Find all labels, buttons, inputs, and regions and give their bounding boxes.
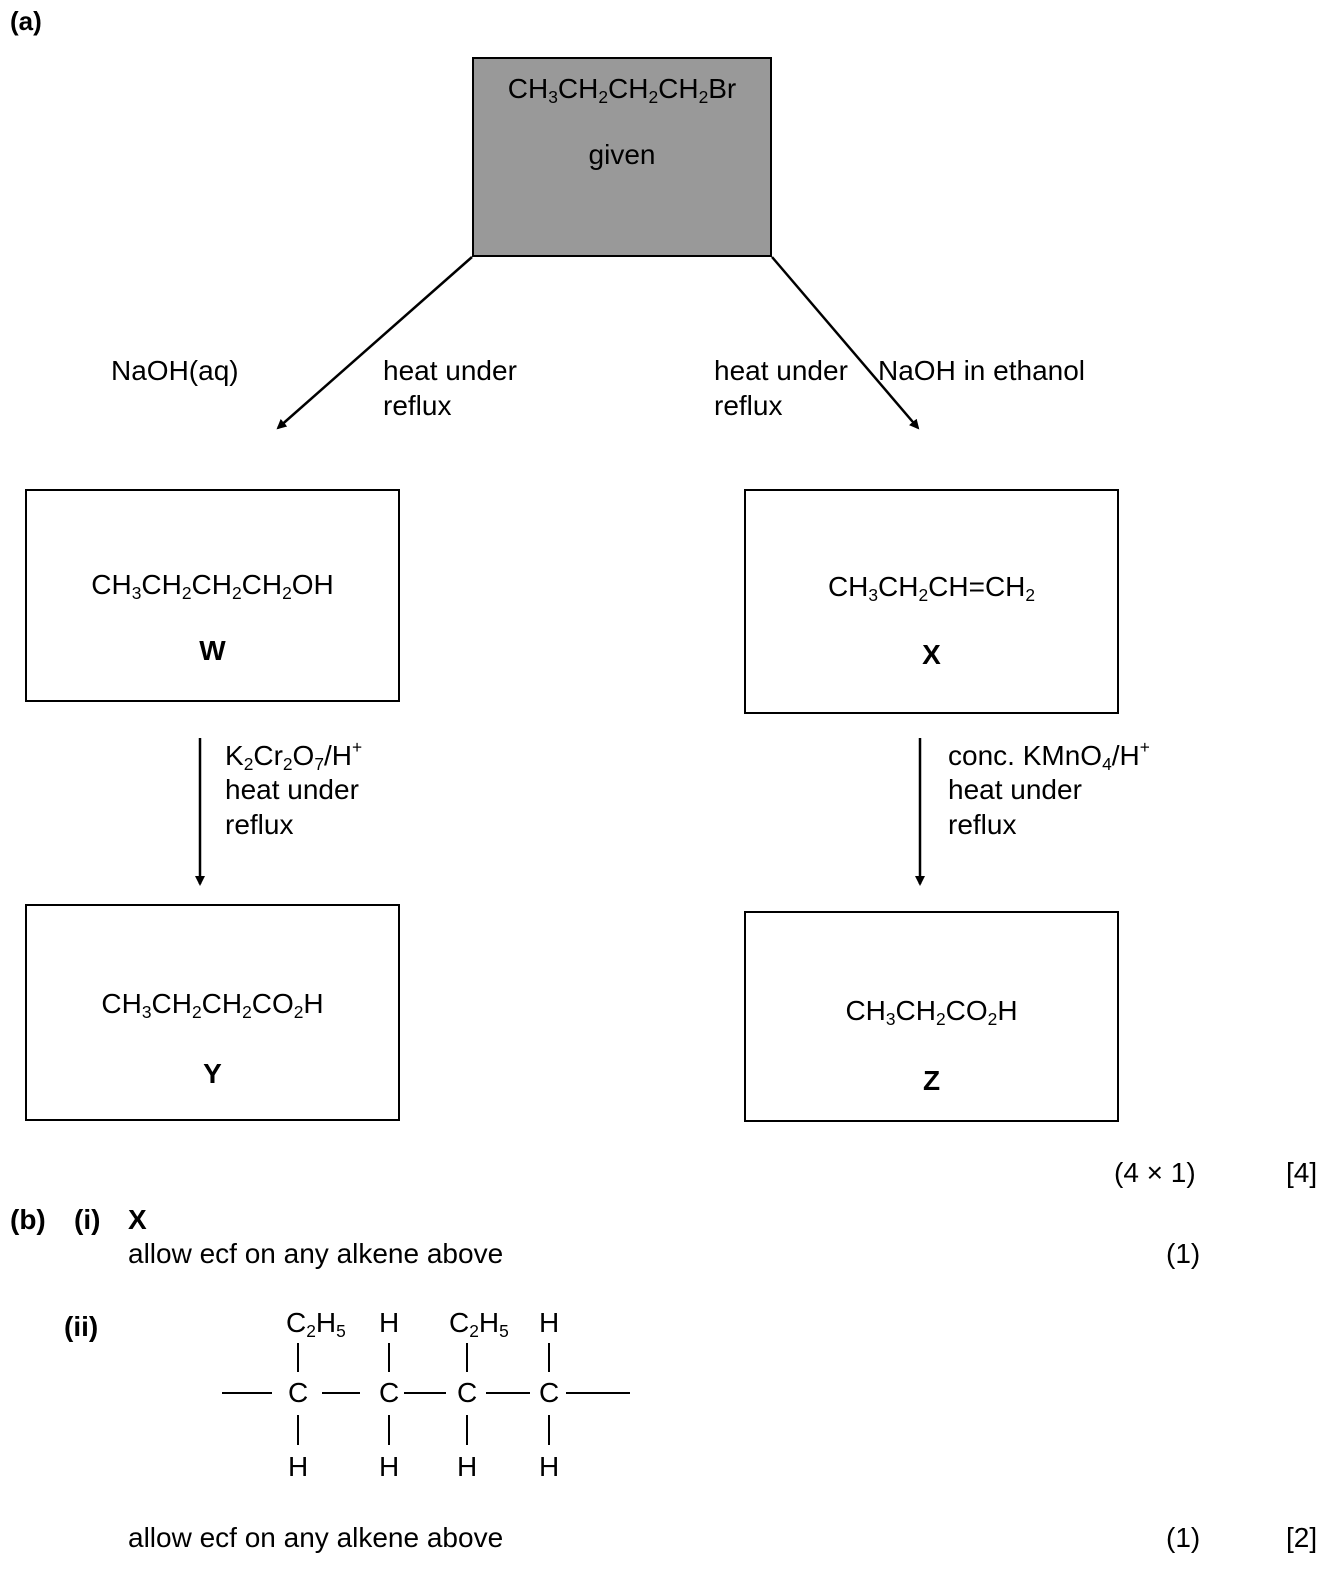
polymer-top-label-2: H [379, 1307, 400, 1338]
part-b-ii-mark: (1) [1166, 1522, 1201, 1553]
start-compound-box: CH3CH2CH2CH2Br given [472, 57, 772, 257]
compound-w-letter: W [199, 635, 226, 666]
polymer-top-label-1: C2H5 [286, 1307, 346, 1342]
left-conditions-line2: reflux [383, 390, 452, 421]
polymer-bonds [222, 1343, 630, 1445]
start-formula: CH3CH2CH2CH2Br [507, 73, 737, 108]
part-b-i-note: allow ecf on any alkene above [128, 1238, 504, 1269]
compound-z-formula: CH3CH2CO2H [845, 995, 1018, 1030]
part-b-i-mark: (1) [1166, 1238, 1201, 1269]
polymer-bottom-label-2: H [379, 1451, 400, 1482]
compound-w-box: CH3CH2CH2CH2OH W [25, 489, 400, 702]
part-b-ii-label: (ii) [64, 1311, 99, 1342]
w-to-y-conditions-line2: reflux [225, 809, 294, 840]
w-to-y-conditions-line1: heat under [225, 774, 359, 805]
x-to-z-conditions-line2: reflux [948, 809, 1017, 840]
part-b-i-answer: X [128, 1204, 147, 1235]
polymer-bottom-label-4: H [539, 1451, 560, 1482]
polymer-bottom-label-3: H [457, 1451, 478, 1482]
compound-y-box: CH3CH2CH2CO2H Y [25, 904, 400, 1121]
compound-z-box: CH3CH2CO2H Z [744, 911, 1119, 1122]
x-to-z-conditions-line1: heat under [948, 774, 1082, 805]
part-b-i-label: (i) [74, 1204, 101, 1235]
right-reagent: NaOH in ethanol [878, 355, 1086, 386]
compound-y-formula: CH3CH2CH2CO2H [101, 988, 324, 1023]
x-to-z-reagent: conc. KMnO4/H+ [948, 736, 1150, 775]
compound-x-box: CH3CH2CH=CH2 X [744, 489, 1119, 714]
start-given-note: given [588, 139, 656, 170]
part-b-label: (b) [10, 1204, 46, 1235]
polymer-carbon-1: C [288, 1377, 309, 1408]
polymer-bottom-label-1: H [288, 1451, 309, 1482]
compound-x-formula: CH3CH2CH=CH2 [827, 571, 1036, 606]
polymer-carbon-3: C [457, 1377, 478, 1408]
right-conditions-line2: reflux [714, 390, 783, 421]
part-a-marks-total: [4] [1286, 1157, 1318, 1188]
polymer-top-label-3: C2H5 [449, 1307, 509, 1342]
polymer-carbon-2: C [379, 1377, 400, 1408]
compound-x-letter: X [922, 639, 941, 670]
arrow-start-to-x [771, 256, 920, 430]
part-a-label: (a) [10, 6, 42, 36]
w-to-y-reagent: K2Cr2O7/H+ [225, 736, 363, 775]
compound-y-letter: Y [203, 1058, 222, 1089]
part-b-ii-note: allow ecf on any alkene above [128, 1522, 504, 1553]
left-conditions-line1: heat under [383, 355, 517, 386]
polymer-top-label-4: H [539, 1307, 560, 1338]
part-b-total: [2] [1286, 1522, 1318, 1553]
arrow-start-to-w [276, 256, 473, 430]
compound-w-formula: CH3CH2CH2CH2OH [91, 569, 334, 604]
polymer-carbon-4: C [539, 1377, 560, 1408]
part-a-marks-breakdown: (4 × 1) [1114, 1157, 1196, 1188]
compound-z-letter: Z [922, 1065, 941, 1096]
left-reagent: NaOH(aq) [111, 355, 239, 386]
right-conditions-line1: heat under [714, 355, 848, 386]
